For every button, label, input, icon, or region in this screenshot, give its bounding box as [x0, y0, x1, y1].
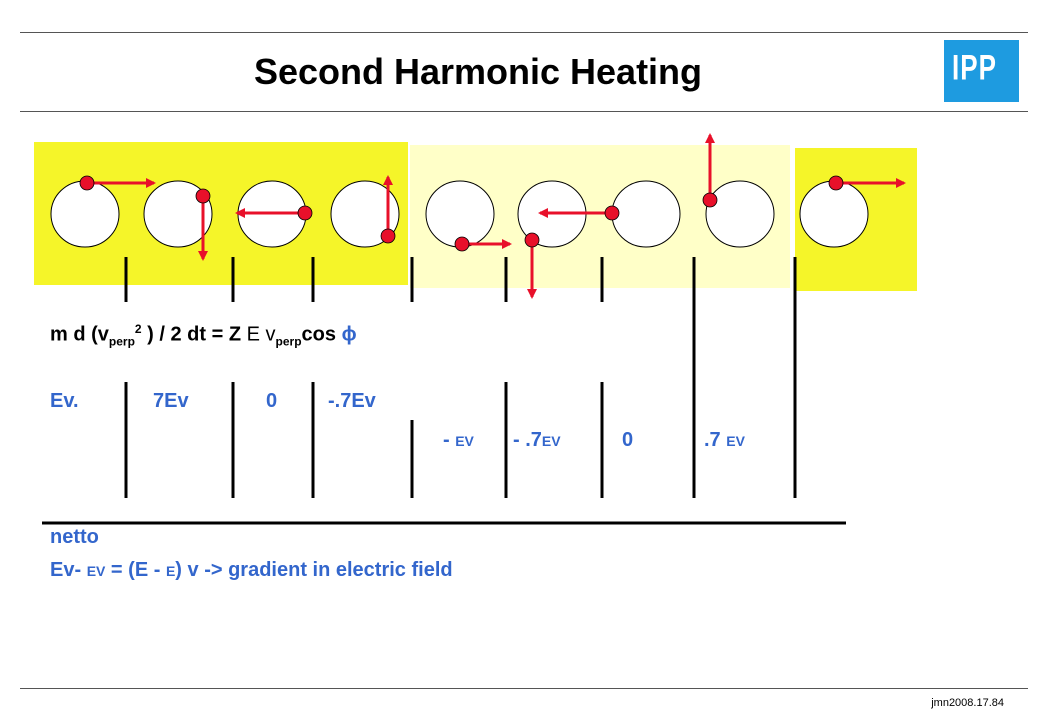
- eq-v: v: [259, 323, 276, 346]
- row2-a: - EV: [443, 429, 474, 452]
- netto-label: netto: [50, 526, 99, 548]
- orbit-circle-9: [799, 180, 869, 248]
- eq-field-e: E: [246, 323, 260, 346]
- row1-b: 7Ev: [153, 390, 189, 412]
- logo-text: IPP: [952, 47, 997, 88]
- netto-p5: ) v -> gradient in electric field: [175, 559, 453, 581]
- title-rule: [20, 111, 1028, 112]
- row1-d: -.7Ev: [328, 390, 376, 412]
- orbit-circle-4: [330, 180, 400, 248]
- eq-lhs-start: m d (v: [50, 323, 109, 346]
- netto-p4: E: [165, 563, 176, 579]
- ipp-logo: IPP: [944, 40, 1019, 102]
- eq-cos: cos: [301, 323, 342, 346]
- eq-lhs-end: ) / 2 dt = Z: [141, 323, 247, 346]
- row2-a-ev: EV: [455, 433, 474, 449]
- particle-dot-6: [524, 232, 540, 248]
- row2-b: - .7EV: [513, 429, 561, 452]
- eq-sub-perp: perp: [108, 334, 135, 349]
- particle-dot-8: [702, 192, 718, 208]
- eq-phi: ϕ: [341, 323, 357, 346]
- particle-dot-3: [297, 205, 313, 221]
- row2-c: 0: [622, 429, 634, 451]
- footer-rule: [20, 688, 1028, 689]
- row2-b-ev: EV: [541, 433, 561, 449]
- row1-a: Ev.: [50, 390, 79, 412]
- netto-p3: = (E -: [105, 559, 166, 581]
- row1-c: 0: [266, 390, 278, 412]
- orbit-circle-8: [705, 180, 775, 248]
- row2-b-val: - .7: [513, 429, 542, 451]
- row2-a-sign: -: [443, 429, 456, 451]
- row2-d-ev: EV: [726, 433, 745, 449]
- power-equation: m d (vperp2 ) / 2 dt = Z E vperpcos ϕ: [50, 322, 357, 349]
- netto-equation: Ev- EV = (E - E) v -> gradient in electr…: [50, 559, 453, 582]
- netto-p2: EV: [86, 563, 106, 579]
- eq-sup-2: 2: [134, 322, 142, 336]
- row2-d: .7 EV: [704, 429, 745, 452]
- orbit-circle-7: [611, 180, 681, 248]
- footer-id: jmn2008.17.84: [931, 697, 1004, 709]
- top-rule: [20, 32, 1028, 33]
- orbit-circle-1: [50, 180, 120, 248]
- particle-dot-7: [604, 205, 620, 221]
- particle-dot-2: [195, 188, 211, 204]
- particle-dot-5: [454, 236, 470, 252]
- particle-dot-4: [380, 228, 396, 244]
- particle-dot-1: [79, 175, 95, 191]
- eq-sub-perp-2: perp: [275, 334, 302, 349]
- particle-dot-9: [828, 175, 844, 191]
- page-title: Second Harmonic Heating: [253, 51, 703, 92]
- row2-d-val: .7: [704, 429, 727, 451]
- orbit-circle-2: [143, 180, 213, 248]
- netto-p1: Ev-: [50, 559, 87, 581]
